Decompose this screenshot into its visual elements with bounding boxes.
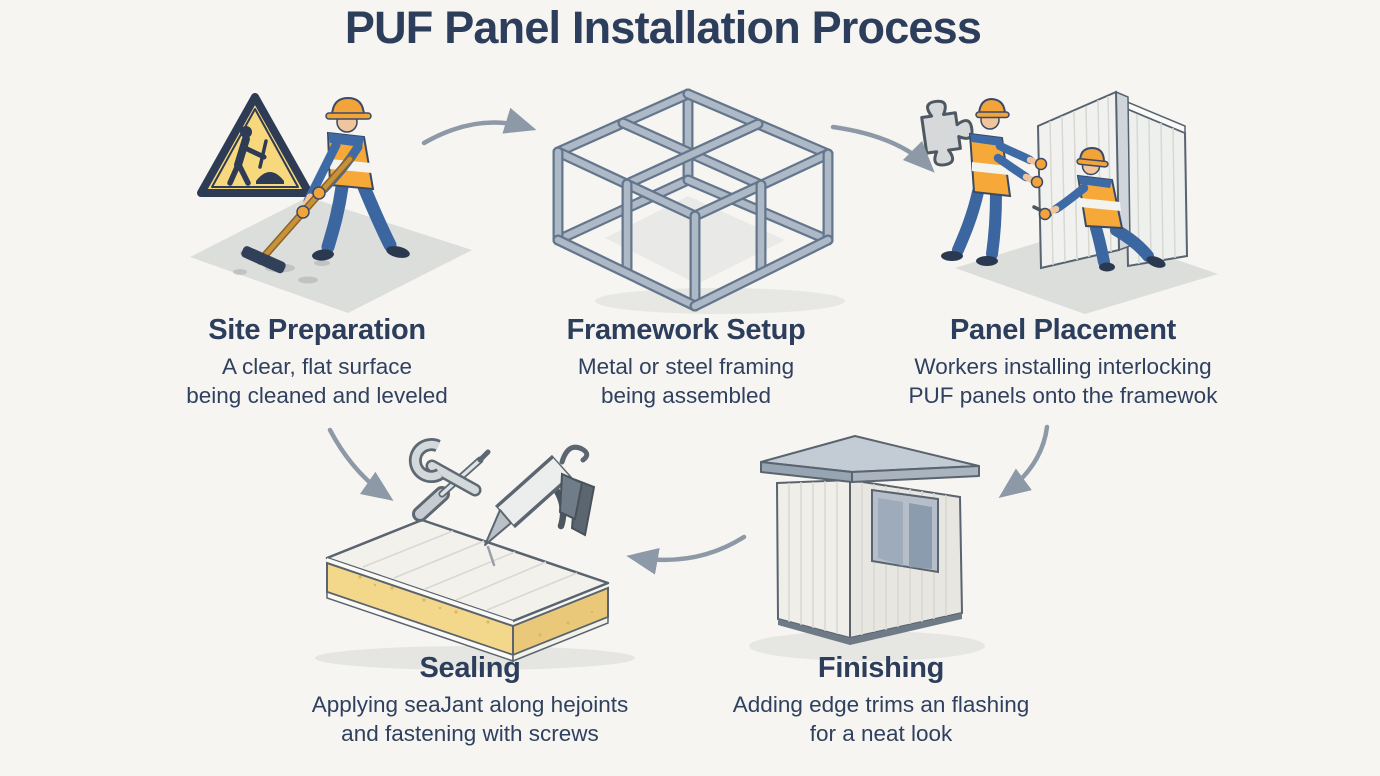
panel-placement-illustration: [920, 90, 1218, 314]
step-caption-line: and fastening with screws: [341, 721, 599, 746]
step-caption-line: being cleaned and leveled: [186, 383, 448, 408]
step-sealing: Sealing Applying seaJant along hejoints …: [312, 652, 628, 748]
foam-texture: [358, 575, 594, 637]
step-caption-line: being assembled: [600, 383, 772, 408]
step-caption-line: Workers installing interlocking: [914, 354, 1212, 379]
cabin-base: [778, 613, 962, 645]
step-finishing: Finishing Adding edge trims an flashing …: [733, 652, 1029, 748]
step-title: Panel Placement: [950, 314, 1176, 346]
step-site-preparation: Site Preparation A clear, flat surface b…: [186, 314, 447, 410]
worker-kneeling: [1032, 146, 1166, 272]
steel-frame: [552, 88, 834, 312]
cabin-roof: [760, 435, 980, 483]
puzzle-icon: [920, 99, 974, 167]
warning-sign-icon: [197, 93, 313, 197]
step-caption-line: Metal or steel framing: [577, 354, 795, 379]
broom-head: [241, 246, 286, 274]
panel-shadow: [315, 646, 635, 670]
digger-pictogram: [227, 126, 284, 186]
sealing-illustration: [315, 438, 635, 670]
sealant-bead: [486, 545, 496, 567]
site-preparation-illustration: [190, 93, 472, 313]
step-caption-line: PUF panels onto the framewok: [908, 383, 1218, 408]
worker-sweeping: [241, 96, 410, 274]
step-panel-placement: Panel Placement Workers installing inter…: [909, 314, 1218, 410]
puf-panel-slab: [325, 518, 610, 663]
flow-arrow-4: [626, 534, 747, 575]
step-title: Sealing: [419, 652, 521, 684]
step-caption-line: Adding edge trims an flashing: [732, 692, 1030, 717]
cabin-shadow: [749, 631, 985, 661]
wrench-screwdriver-icon: [408, 438, 491, 522]
puf-cabin: [760, 435, 980, 645]
step-framework-setup: Framework Setup Metal or steel framing b…: [567, 314, 806, 410]
cabin-window: [871, 488, 939, 574]
step-title: Site Preparation: [208, 314, 426, 346]
step-caption-line: Applying seaJant along hejoints: [311, 692, 629, 717]
frame-shadow: [595, 288, 845, 314]
framework-illustration: [552, 88, 845, 314]
step-title: Framework Setup: [566, 314, 806, 346]
page-title: PUF Panel Installation Process: [344, 2, 982, 53]
step-caption-line: A clear, flat surface: [221, 354, 413, 379]
caulking-gun-icon: [484, 444, 596, 567]
worker-standing: [941, 97, 1048, 266]
finishing-illustration: [749, 435, 985, 661]
ground-patch: [955, 228, 1218, 314]
step-caption-line: for a neat look: [809, 721, 953, 746]
step-title: Finishing: [817, 652, 945, 684]
